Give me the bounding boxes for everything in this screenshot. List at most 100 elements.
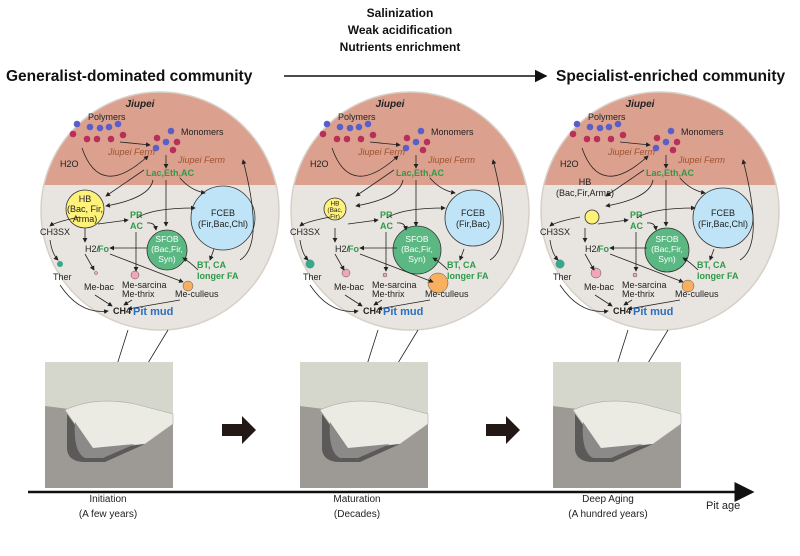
polymer-bead	[586, 123, 594, 131]
longer-fa-label: longer FA	[697, 271, 739, 281]
sfob-label: (Bac,Fir,	[651, 244, 683, 254]
flow-arrow	[581, 147, 649, 177]
lac-eth-ac-label: Lac,Eth,AC	[646, 168, 695, 178]
flow-arrow	[182, 257, 199, 271]
polymers-label: Polymers	[588, 112, 626, 122]
flow-arrow	[646, 222, 658, 231]
flow-arrow	[584, 253, 595, 271]
pr-label: PR	[380, 210, 393, 220]
flow-arrow	[59, 284, 109, 314]
flow-arrow	[299, 239, 309, 261]
ac-label: AC	[130, 221, 143, 231]
flow-arrow	[105, 179, 154, 208]
monomer-bead	[162, 138, 170, 146]
pr-label: PR	[130, 210, 143, 220]
polymer-bead	[73, 120, 81, 128]
hb-node	[584, 209, 600, 225]
flow-arrow	[334, 253, 345, 271]
me-culleus-label: Me-culleus	[675, 289, 719, 299]
hb-label: Arma)	[73, 214, 98, 224]
monomer-bead	[417, 127, 425, 135]
fceb-label: (Fir,Bac)	[456, 219, 490, 229]
polymer-bead	[614, 120, 622, 128]
flow-arrow	[97, 218, 129, 225]
driver-salinization: Salinization	[367, 6, 434, 20]
flow-arrow	[309, 284, 359, 314]
me-bac-label: Me-bac	[84, 282, 115, 292]
me-sarcina-node	[130, 270, 140, 280]
flow-arrow	[81, 147, 149, 177]
hb-label: (Bac, Fir,	[67, 204, 103, 214]
circle-border	[40, 91, 280, 331]
circle-border	[290, 91, 530, 331]
ch3sx-label: CH3SX	[290, 227, 320, 237]
polymer-bead	[93, 135, 101, 143]
monomers-label: Monomers	[181, 127, 224, 137]
ther-label: Ther	[53, 272, 72, 282]
pit-mud-label: Pit mud	[133, 306, 173, 318]
me-sarcina-node	[382, 272, 388, 278]
pit-cover	[319, 400, 429, 451]
stage-arrow-icon	[486, 416, 520, 444]
driver-nutrients: Nutrients enrichment	[340, 40, 461, 54]
ac-label: AC	[380, 221, 393, 231]
left-title: Generalist-dominated community	[6, 68, 253, 85]
monomer-bead	[669, 146, 677, 154]
flow-arrow	[609, 253, 684, 283]
flow-arrow	[679, 177, 706, 195]
pit-image	[553, 362, 682, 488]
fceb-label: FCEB	[461, 208, 485, 218]
polymer-bead	[343, 135, 351, 143]
polymer-bead	[357, 135, 365, 143]
flow-arrow	[109, 253, 184, 283]
flow-arrow	[559, 284, 609, 314]
me-thrix-label: Me-thrix	[372, 289, 405, 299]
flow-arrow	[636, 205, 696, 219]
flow-arrow	[347, 218, 379, 225]
fceb-label: FCEB	[211, 208, 235, 218]
fceb-node	[190, 185, 256, 251]
flow-arrow	[709, 248, 715, 261]
me-bac-node	[94, 271, 98, 275]
pit-cover	[64, 400, 174, 451]
fceb-label: (Fir,Bac,Chl)	[698, 219, 748, 229]
pit-image	[300, 362, 429, 488]
monomer-bead	[419, 146, 427, 154]
pit-mud-label: Pit mud	[633, 306, 673, 318]
flow-arrow	[386, 205, 446, 219]
hb-label: HB	[79, 194, 92, 204]
flow-arrow	[623, 299, 633, 306]
me-culleus-node	[182, 280, 194, 292]
sfob-label: (Bac,Fir,	[151, 244, 183, 254]
polymer-bead	[69, 130, 77, 138]
jiupei-ferm-label: Jiupei Ferm	[677, 155, 726, 165]
fo-label: Fo	[98, 244, 109, 254]
circle-border	[540, 91, 780, 331]
flow-arrow	[369, 141, 401, 147]
jiupei-label: Jiupei	[376, 99, 405, 110]
monomer-bead	[673, 138, 681, 146]
flow-arrow	[359, 253, 434, 283]
hb-label: HB	[579, 177, 592, 187]
jiupei-label: Jiupei	[626, 99, 655, 110]
ch4-label: CH4	[613, 306, 631, 316]
polymer-bead	[346, 124, 354, 132]
sfob-node	[146, 229, 188, 271]
pit-cover	[572, 400, 682, 451]
polymer-bead	[333, 135, 341, 143]
flow-arrow	[459, 248, 465, 261]
sfob-node	[644, 227, 690, 273]
flow-arrow	[605, 179, 654, 208]
h2o-label: H2O	[560, 159, 579, 169]
ac-label: AC	[630, 221, 643, 231]
pit-inner	[582, 422, 643, 458]
polymer-bead	[119, 131, 127, 139]
me-culleus-node	[681, 279, 695, 293]
ther-node	[57, 261, 63, 267]
fceb-label: FCEB	[711, 208, 735, 218]
jiupei-ferm-label: Jiupei Ferm	[357, 147, 406, 157]
flow-arrow	[299, 216, 331, 227]
jiupei-label: Jiupei	[126, 99, 155, 110]
ther-node	[555, 259, 565, 269]
polymer-bead	[323, 120, 331, 128]
